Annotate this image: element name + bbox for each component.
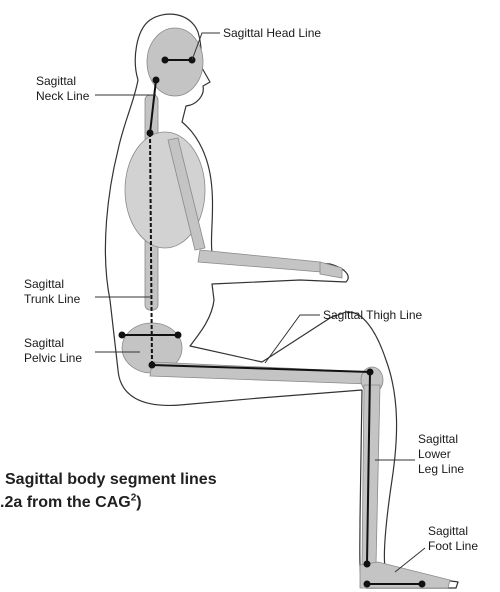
sagittal-lower-leg-line-label: Sagittal Lower Leg Line — [418, 432, 464, 477]
sagittal-trunk-line-label: Sagittal Trunk Line — [24, 277, 80, 307]
figure-caption-line-1: Sagittal body segment lines — [5, 469, 217, 491]
sagittal-neck-line-label: Sagittal Neck Line — [36, 74, 89, 104]
sagittal-thigh-line-label: Sagittal Thigh Line — [323, 308, 422, 323]
figure-caption-line-2: .2a from the CAG2) — [0, 492, 142, 514]
sagittal-head-line-label: Sagittal Head Line — [223, 26, 321, 41]
sagittal-foot-line-label: Sagittal Foot Line — [428, 524, 478, 554]
sagittal-pelvic-line-label: Sagittal Pelvic Line — [24, 336, 82, 366]
